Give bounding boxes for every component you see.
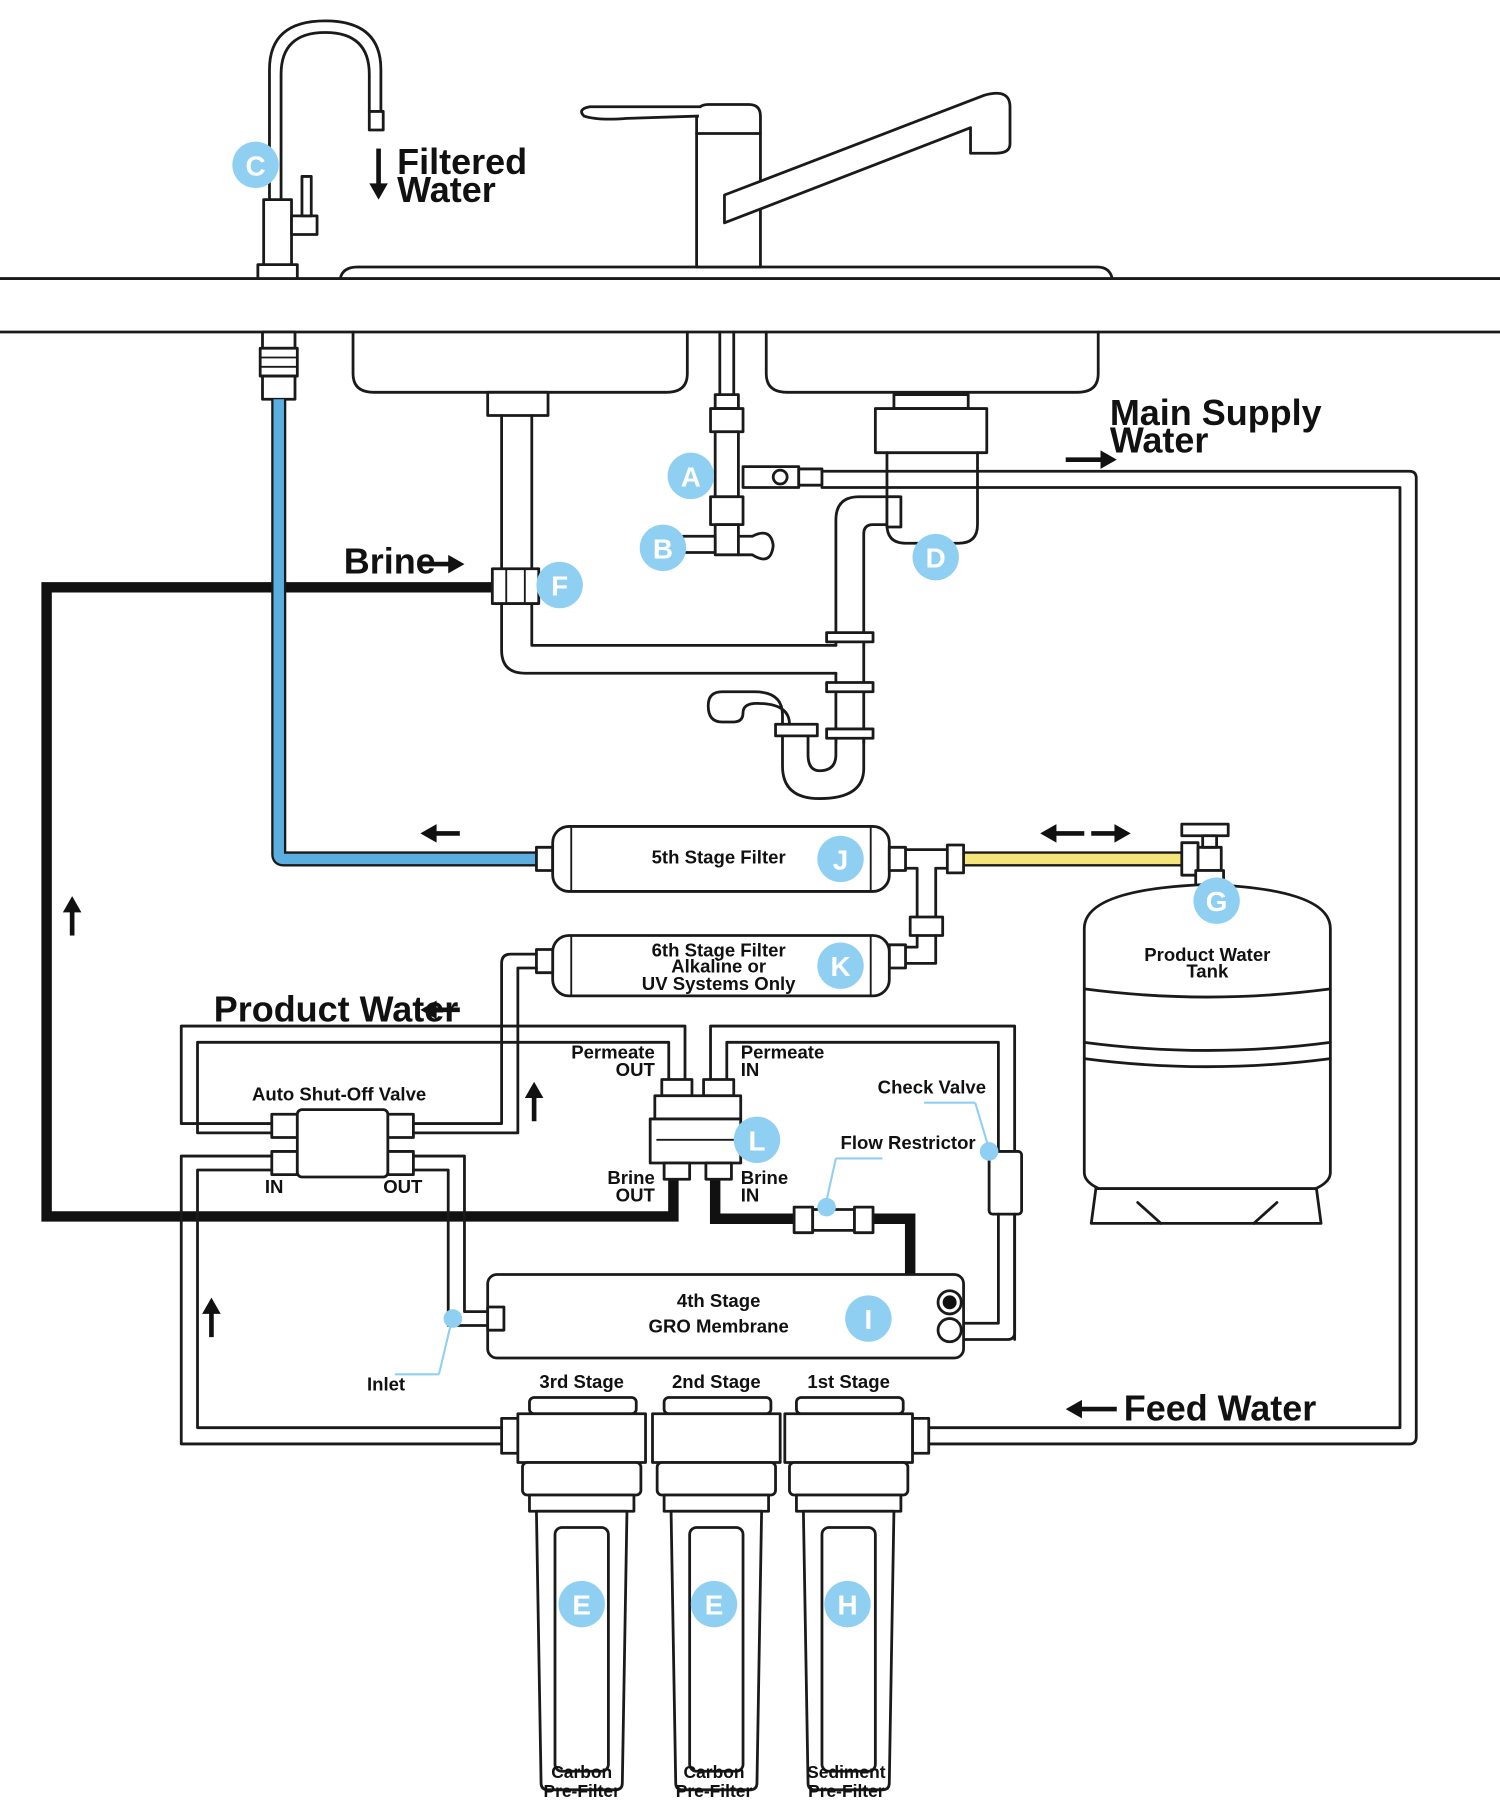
- svg-text:F: F: [551, 570, 568, 601]
- svg-text:L: L: [748, 1125, 765, 1156]
- tank-label-1: Product Water: [1144, 944, 1270, 965]
- supply-line: [820, 469, 1418, 1446]
- product-water-tank: [1082, 822, 1332, 1225]
- flow-restrictor-label: Flow Restrictor: [841, 1132, 976, 1153]
- main-supply-label-2: Water: [1110, 420, 1209, 461]
- brine-label: Brine: [344, 540, 436, 581]
- badge-l: L: [733, 1116, 781, 1164]
- svg-text:H: H: [837, 1590, 857, 1621]
- brine-in-label-2: IN: [741, 1184, 760, 1205]
- sink-basins: [351, 330, 1100, 394]
- permeate-out-label-2: OUT: [616, 1059, 656, 1080]
- svg-text:D: D: [926, 543, 946, 574]
- auto-shutoff-valve: [179, 1024, 687, 1446]
- arrow-up-icon: [202, 1297, 221, 1338]
- letter-badges: A B C D E E F G H I J K L: [232, 141, 1240, 1628]
- stage5-label: 5th Stage Filter: [652, 847, 786, 868]
- arrow-left-icon: [1040, 824, 1085, 843]
- arrow-left-icon: [1065, 1399, 1117, 1419]
- stage2-label: 2nd Stage: [672, 1371, 761, 1392]
- gro-membrane: [486, 1273, 965, 1360]
- arrow-right-icon: [1091, 824, 1131, 843]
- svg-text:G: G: [1206, 886, 1228, 917]
- badge-i: I: [845, 1295, 892, 1342]
- filtered-water-label-1: Filtered: [397, 141, 527, 182]
- stage5-filter: [535, 825, 965, 965]
- flow-labels: Filtered Water Main Supply Water Brine P…: [214, 141, 1322, 1429]
- asv-out-label: OUT: [383, 1176, 423, 1197]
- svg-text:E: E: [572, 1590, 591, 1621]
- stage6-filter: [409, 934, 907, 1135]
- brine-in-label-1: Brine: [741, 1167, 788, 1188]
- prefilter2-name-2: Pre-Filter: [676, 1781, 753, 1801]
- permeate-in-label-2: IN: [741, 1059, 760, 1080]
- ro-faucet: [256, 19, 385, 401]
- svg-text:C: C: [245, 150, 265, 181]
- membrane-label-2: GRO Membrane: [649, 1316, 789, 1337]
- membrane-label-1: 4th Stage: [677, 1290, 761, 1311]
- arrow-down-icon: [369, 148, 388, 200]
- tank-label-2: Tank: [1186, 960, 1229, 981]
- brine-out-label-2: OUT: [616, 1184, 656, 1205]
- badge-g: G: [1193, 877, 1240, 924]
- prefilter1-name-1: Sediment: [807, 1762, 886, 1782]
- leader-lines: [394, 1101, 999, 1376]
- svg-text:I: I: [865, 1304, 873, 1335]
- svg-text:K: K: [830, 951, 850, 982]
- prefilter-labels: 3rd Stage 2nd Stage 1st Stage Carbon Pre…: [539, 1371, 890, 1801]
- check-valve: [957, 1150, 1024, 1341]
- filtered-water-line: [271, 399, 537, 867]
- prefilter2-name-1: Carbon: [684, 1762, 745, 1782]
- main-supply-label-1: Main Supply: [1110, 392, 1322, 433]
- badge-f: F: [536, 561, 583, 609]
- arrow-right-icon: [1065, 450, 1117, 469]
- svg-text:E: E: [705, 1590, 724, 1621]
- product-water-label: Product Water: [214, 988, 458, 1029]
- badge-e-2: E: [690, 1580, 738, 1628]
- badge-e-1: E: [558, 1580, 605, 1628]
- badge-a: A: [667, 452, 715, 500]
- feed-water-label: Feed Water: [1124, 1388, 1317, 1429]
- stage6-label-2: Alkaline or: [671, 956, 766, 977]
- filtered-water-label-2: Water: [397, 169, 496, 210]
- stage6-label-1: 6th Stage Filter: [652, 939, 786, 960]
- feed-valve-assembly: [681, 330, 824, 561]
- permeate-in-label-1: Permeate: [741, 1042, 825, 1063]
- permeate-out-label-1: Permeate: [571, 1042, 655, 1063]
- arrow-up-icon: [524, 1081, 544, 1122]
- prefilter3-name-1: Carbon: [551, 1762, 612, 1782]
- stage1-label: 1st Stage: [807, 1371, 890, 1392]
- arrow-up-icon: [62, 896, 82, 936]
- prefilter-housings: [500, 1396, 931, 1792]
- badge-k: K: [817, 942, 864, 989]
- badge-c: C: [232, 141, 279, 189]
- inlet-label: Inlet: [367, 1374, 405, 1395]
- brine-out-label-1: Brine: [607, 1167, 654, 1188]
- arrow-right-icon: [420, 554, 465, 574]
- manifold: [648, 1024, 1017, 1341]
- component-labels: 5th Stage Filter 6th Stage Filter Alkali…: [252, 847, 1270, 1395]
- badge-d: D: [912, 533, 959, 581]
- badge-j: J: [817, 835, 864, 883]
- asv-in-label: IN: [265, 1176, 284, 1197]
- badge-b: B: [639, 524, 687, 572]
- badge-h: H: [824, 1580, 871, 1628]
- svg-text:J: J: [833, 844, 848, 875]
- svg-text:B: B: [653, 533, 673, 564]
- check-valve-label: Check Valve: [878, 1076, 986, 1097]
- countertop: [0, 265, 1500, 334]
- auto-shutoff-label: Auto Shut-Off Valve: [252, 1083, 426, 1104]
- stage3-label: 3rd Stage: [539, 1371, 624, 1392]
- prefilter3-name-2: Pre-Filter: [543, 1781, 620, 1801]
- arrow-left-icon: [420, 824, 460, 843]
- kitchen-faucet: [580, 91, 1012, 269]
- arrow-left-icon: [420, 1000, 460, 1020]
- prefilter1-name-2: Pre-Filter: [808, 1781, 885, 1801]
- stage6-label-3: UV Systems Only: [642, 973, 796, 994]
- svg-text:A: A: [681, 461, 701, 492]
- drain-pipes: [486, 390, 989, 800]
